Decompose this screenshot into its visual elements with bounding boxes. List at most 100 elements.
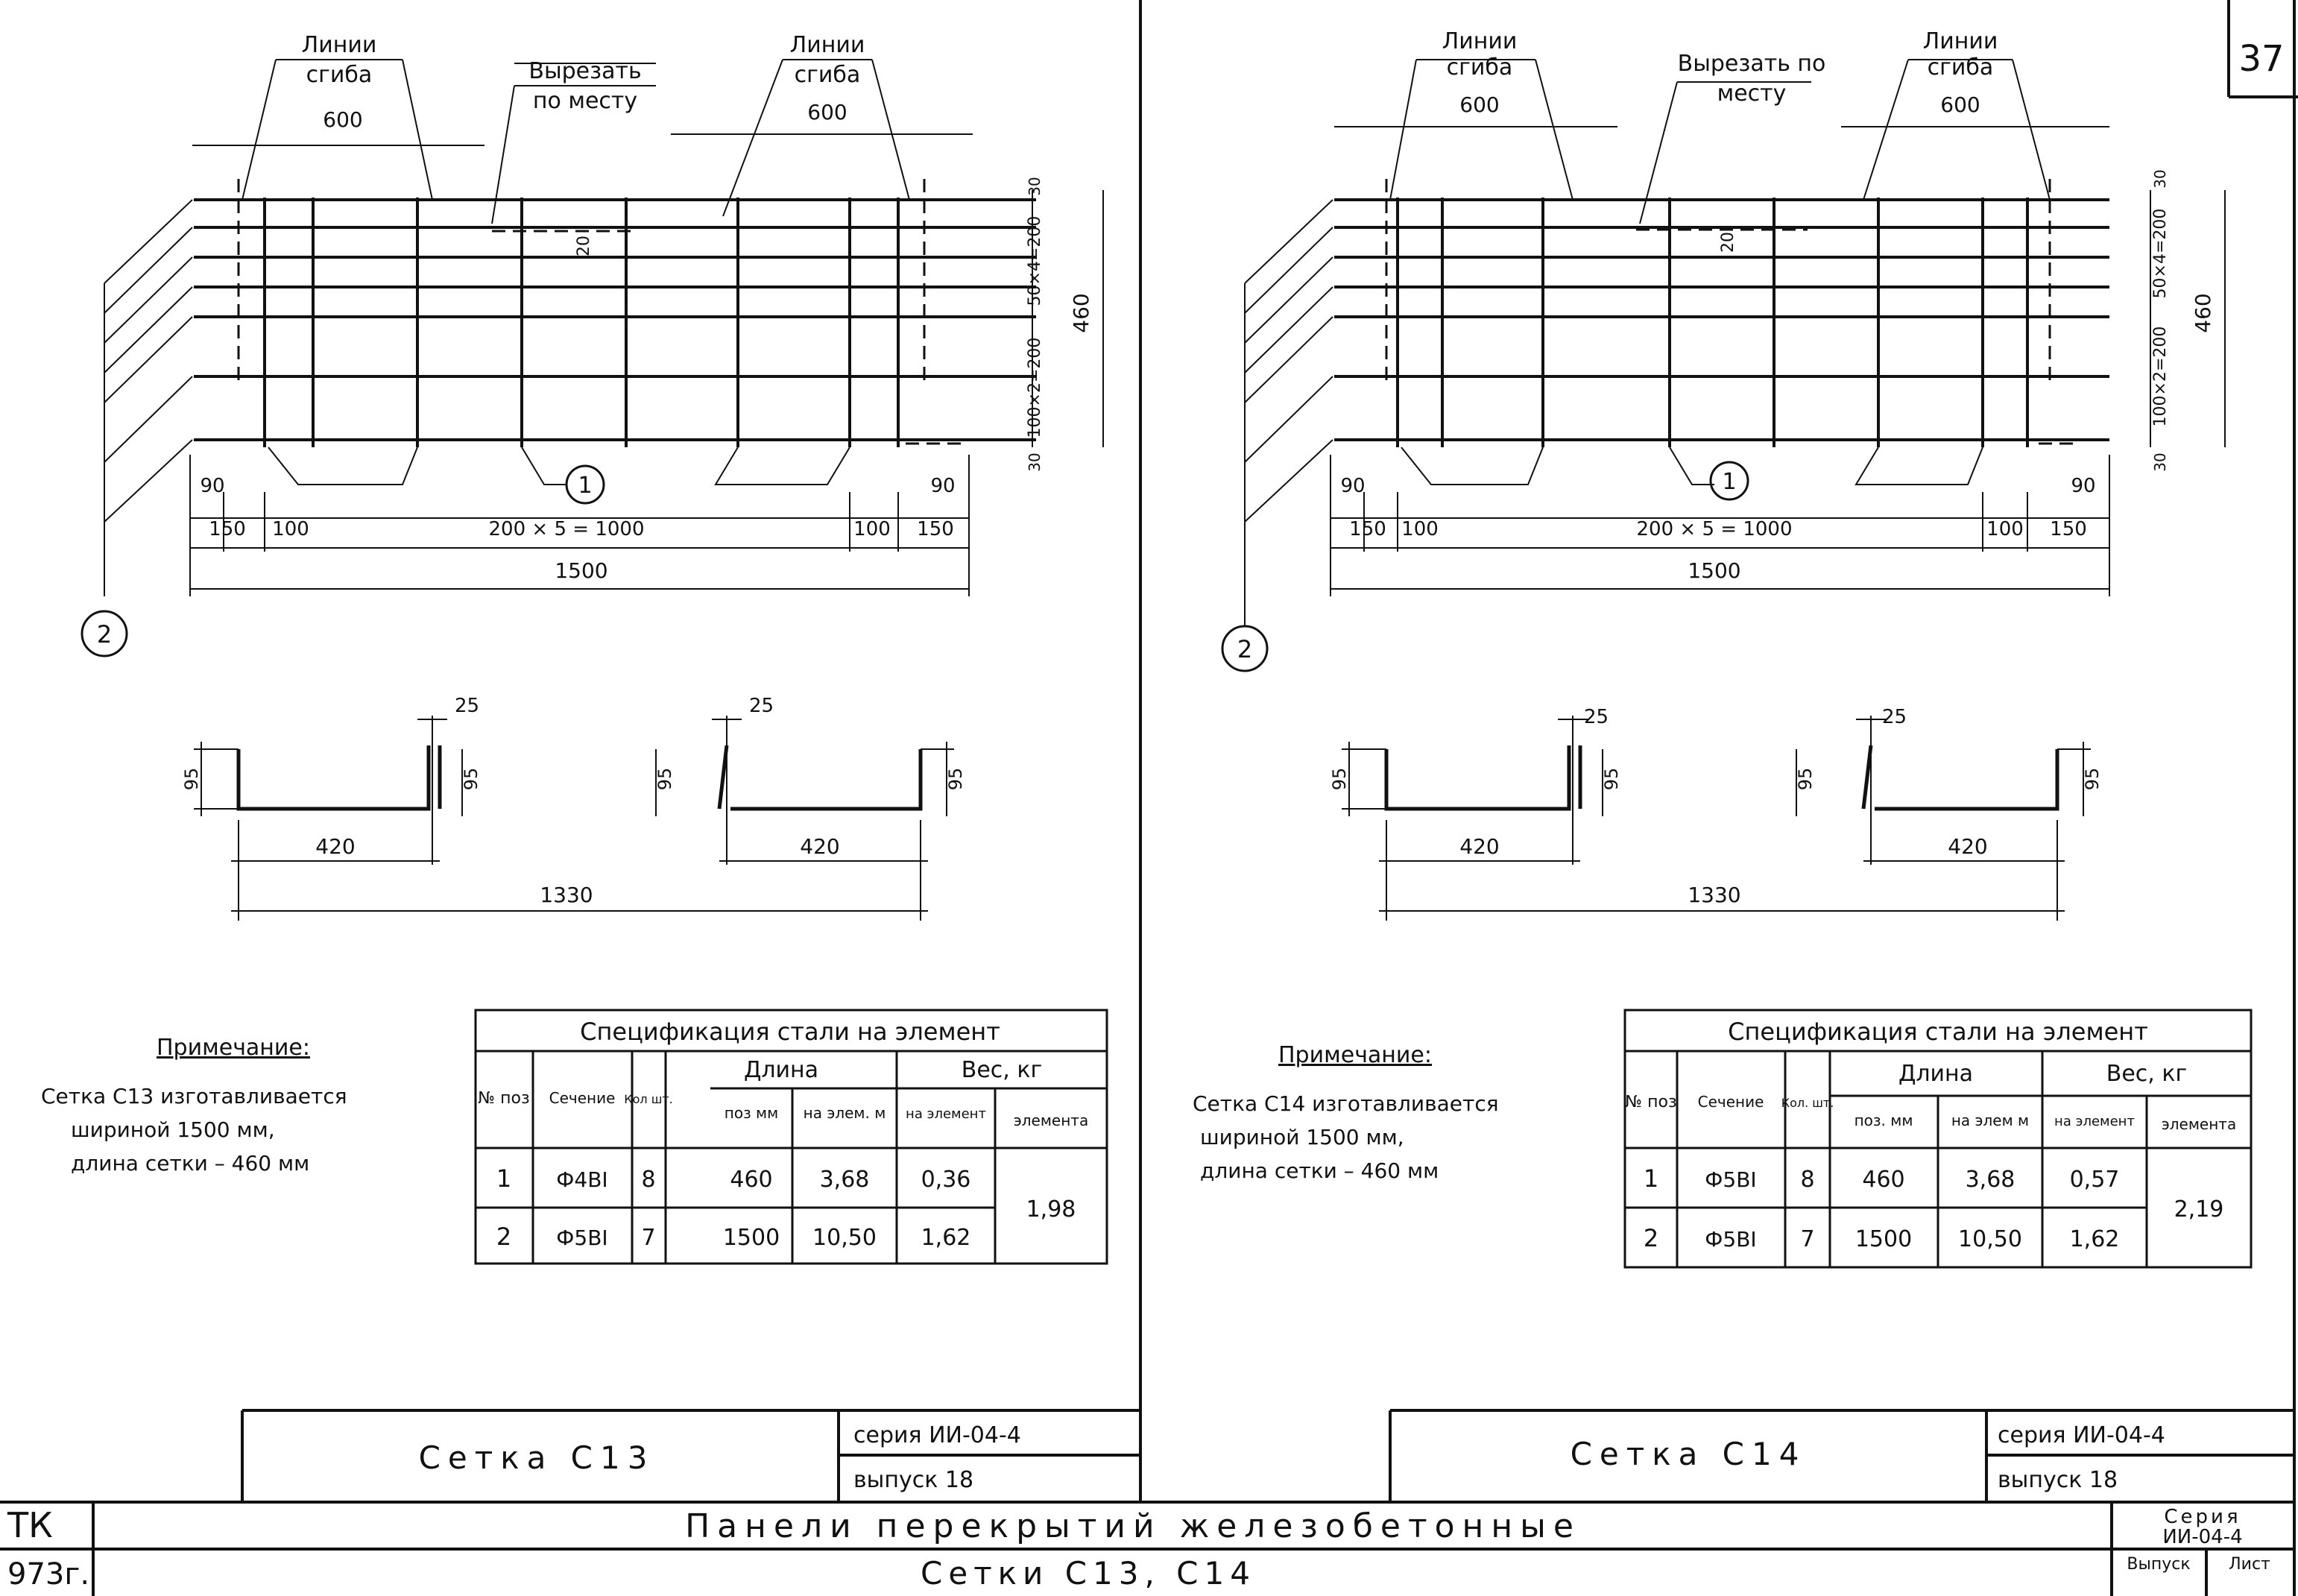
spec-h-pos-mm-left: поз мм: [725, 1104, 778, 1122]
spec-h-qty-right: Кол. шт.: [1781, 1096, 1834, 1110]
bend-lines-label-3a: Линии: [1442, 28, 1518, 54]
note-title-right: Примечание:: [1278, 1042, 1432, 1068]
spec-r2-pos-right: 2: [1644, 1224, 1658, 1252]
spec-r1-pos-right: 1: [1644, 1164, 1658, 1193]
spec-r1-w-right: 0,57: [2070, 1167, 2120, 1193]
title-block: ТК 973г. Панели перекрытий железобетонны…: [7, 1505, 2270, 1592]
dim-600-right-r: 600: [1940, 92, 1980, 117]
dim-30-bottom-r: 30: [2151, 452, 2169, 471]
dim-30-top: 30: [1026, 177, 1044, 195]
section-profile-right: 25 25 95 95 95 95 420 420 1330: [1329, 706, 2103, 921]
spec-h-weight-left: Вес, кг: [962, 1057, 1043, 1083]
dim-150-left-r: 150: [1349, 518, 1386, 540]
position-mark-1-right-label: 1: [1722, 469, 1736, 495]
mesh-plan-right: Линии сгиба Вырезать по месту Линии сгиб…: [1221, 28, 2226, 672]
org-label: ТК: [7, 1505, 53, 1545]
dim-150-right-r: 150: [2050, 518, 2087, 540]
stamp-issue-left: выпуск 18: [853, 1467, 973, 1493]
dim-90-left: 90: [200, 475, 224, 497]
profile-dim-95-e: 95: [1329, 768, 1350, 791]
position-mark-2-right: [1221, 625, 1269, 672]
right-drawing: Линии сгиба Вырезать по месту Линии сгиб…: [1193, 28, 2253, 1493]
left-drawing: Линии сгиба Вырезать по месту Линии сгиб…: [41, 32, 1108, 1493]
spec-total-right: 2,19: [2174, 1196, 2224, 1223]
dim-90-left-r: 90: [1340, 475, 1365, 497]
stamp-series-left: серия ИИ-04-4: [853, 1422, 1021, 1448]
profile-dim-420-b: 420: [800, 834, 839, 859]
profile-dim-95-a: 95: [181, 768, 202, 791]
sheet-label: Лист: [2229, 1555, 2270, 1574]
spec-table-right: Спецификация стали на элемент № поз Сече…: [1623, 1009, 2253, 1269]
spec-h-per-elem-right: на элем м: [1951, 1111, 2029, 1129]
spec-h-weight-right: Вес, кг: [2106, 1061, 2188, 1087]
stamp-series-right: серия ИИ-04-4: [1998, 1422, 2165, 1448]
spec-r2-qty-left: 7: [641, 1225, 655, 1251]
spec-r1-section-right: Ф5ВI: [1705, 1167, 1756, 1192]
profile-dim-95-b: 95: [461, 768, 482, 791]
spec-r1-len-mm-right: 460: [1862, 1167, 1904, 1193]
spec-r1-pos-left: 1: [496, 1164, 511, 1193]
profile-dim-25-a: 25: [455, 695, 479, 717]
profile-dim-25-b: 25: [749, 695, 774, 717]
spec-h-per-elem-left: на элем. м: [804, 1104, 886, 1122]
spec-r1-section-left: Ф4ВI: [556, 1167, 607, 1192]
spec-r2-w-left: 1,62: [921, 1225, 971, 1251]
spec-r2-section-right: Ф5ВI: [1705, 1227, 1756, 1252]
spec-r1-len-m-right: 3,68: [1966, 1167, 2016, 1193]
profile-dim-25-d: 25: [1882, 706, 1907, 728]
issue-label: Выпуск: [2127, 1555, 2190, 1574]
profile-dim-420-d: 420: [1948, 834, 1987, 859]
spec-h-section-right: Сечение: [1698, 1093, 1764, 1111]
spec-r2-len-mm-right: 1500: [1855, 1226, 1912, 1252]
spec-r2-len-m-left: 10,50: [812, 1225, 877, 1251]
spec-r1-len-m-left: 3,68: [820, 1167, 870, 1193]
dim-150-right: 150: [917, 518, 954, 540]
cut-label-2b: месту: [1717, 81, 1787, 107]
dim-total: 1500: [555, 558, 607, 583]
position-mark-1: [565, 464, 605, 505]
spec-r2-qty-right: 7: [1800, 1226, 1814, 1252]
drawing-code: 973г.: [7, 1557, 89, 1592]
stamp-issue-right: выпуск 18: [1998, 1467, 2118, 1493]
dim-100-right: 100: [853, 518, 891, 540]
dim-100-right-r: 100: [1986, 518, 2024, 540]
spec-h-pos-mm-right: поз. мм: [1855, 1111, 1913, 1129]
spec-r2-pos-left: 2: [496, 1223, 511, 1251]
dim-90-right: 90: [930, 475, 955, 497]
bend-lines-label-1b: сгиба: [306, 62, 373, 88]
note-line-left-3: длина сетки – 460 мм: [71, 1151, 309, 1176]
cut-label-2a: Вырезать по: [1678, 51, 1826, 77]
stamp-title-left: Сетка С13: [419, 1439, 655, 1476]
bend-lines-label-4a: Линии: [1923, 28, 1998, 54]
profile-dim-95-c: 95: [654, 768, 675, 791]
dim-mid: 200 × 5 = 1000: [489, 518, 645, 540]
bend-lines-label-3b: сгиба: [1447, 54, 1513, 81]
dim-600-right: 600: [807, 100, 847, 124]
main-title: Панели перекрытий железобетонные: [685, 1507, 1581, 1545]
profile-dim-25-c: 25: [1584, 706, 1609, 728]
note-line-right-1: Сетка С14 изготавливается: [1193, 1091, 1499, 1116]
series-value: ИИ-04-4: [2162, 1526, 2242, 1548]
spec-title-left: Спецификация стали на элемент: [580, 1018, 1000, 1046]
dim-top-v-r: 50×4=200: [2151, 209, 2170, 299]
profile-dim-95-d: 95: [945, 768, 966, 791]
spec-h-elem-left: элемента: [1014, 1111, 1088, 1129]
spec-h-length-right: Длина: [1898, 1061, 1973, 1087]
dim-460-r: 460: [2191, 293, 2215, 332]
spec-r1-len-mm-left: 460: [730, 1167, 772, 1193]
spec-r1-w-left: 0,36: [921, 1167, 971, 1193]
dim-mid-v: 100×2=200: [1026, 338, 1044, 438]
note-left: Примечание: Сетка С13 изготавливается ши…: [41, 1035, 347, 1176]
note-right: Примечание: Сетка С14 изготавливается ши…: [1193, 1042, 1499, 1183]
spec-h-per-item-right: на элемент: [2054, 1114, 2135, 1129]
dim-total-r: 1500: [1688, 558, 1740, 583]
dim-mid-v-r: 100×2=200: [2151, 327, 2170, 427]
page-number: 37: [2238, 38, 2284, 80]
spec-r2-len-m-right: 10,50: [1958, 1226, 2022, 1252]
note-line-right-2: шириной 1500 мм,: [1200, 1125, 1404, 1149]
dim-100-left-r: 100: [1401, 518, 1439, 540]
dim-150-left: 150: [209, 518, 246, 540]
dim-600-left: 600: [323, 107, 362, 132]
spec-h-elem-right: элемента: [2162, 1115, 2236, 1133]
